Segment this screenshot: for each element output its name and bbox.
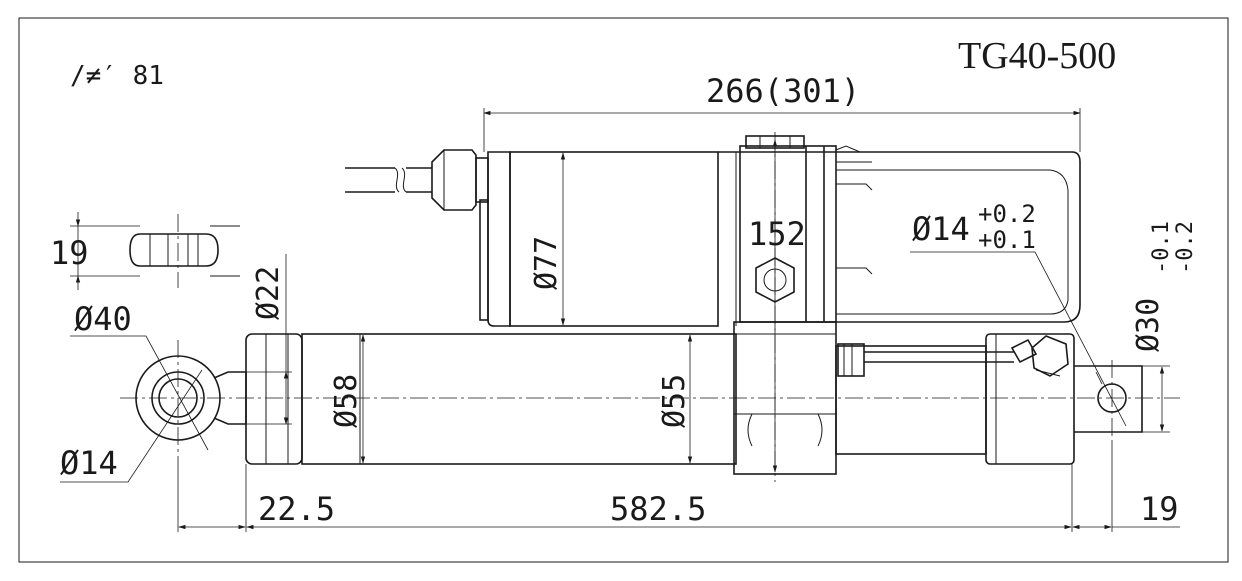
dim-eye-hole: Ø14 — [60, 444, 118, 482]
eye-side-view — [129, 214, 240, 288]
corner-label: ∕≠′ 81 — [70, 61, 164, 91]
dim-clevis-diameter: Ø30 — [1131, 298, 1166, 352]
dim-clamp-height: 152 — [748, 215, 806, 253]
dim-clevis-tol-lower: -0.2 — [1173, 221, 1198, 274]
dim-eye-outer: Ø40 — [74, 300, 132, 338]
dim-offset-left: 22.5 — [258, 490, 335, 528]
dim-rear-pin-tol-lower: +0.1 — [978, 226, 1036, 254]
dim-cap-diameter: Ø58 — [329, 374, 364, 428]
dim-offset-right: 19 — [1140, 490, 1179, 528]
dim-rear-pin: Ø14 — [912, 210, 970, 248]
drawing-frame — [18, 17, 1229, 563]
dim-tube-diameter: Ø55 — [657, 374, 692, 428]
motor-assembly — [345, 135, 1081, 327]
dim-rear-pin-tol-upper: +0.2 — [978, 200, 1036, 228]
dim-motor-diameter: Ø77 — [529, 236, 564, 290]
dim-stroke-length: 582.5 — [610, 490, 706, 528]
dim-motor-length: 266(301) — [706, 72, 860, 110]
drawing-title: TG40-500 — [958, 35, 1116, 77]
dim-eye-width: 19 — [50, 234, 89, 272]
dim-clevis-tol-upper: -0.1 — [1149, 221, 1174, 274]
dim-rod-end: Ø22 — [251, 266, 286, 320]
